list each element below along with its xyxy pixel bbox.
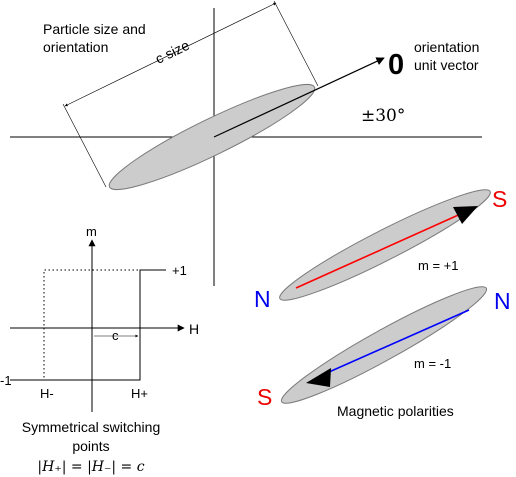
minus-one-label: -1 — [0, 373, 12, 388]
orientation-label-line1: orientation — [414, 39, 479, 55]
magnetic-polarities-diagram: N S m = +1 N S m = -1 Magnetic polaritie… — [254, 186, 511, 419]
particle-title-line1: Particle size and — [43, 21, 146, 37]
negative-polarity-arrow — [319, 309, 470, 377]
particle-title-line2: orientation — [43, 39, 108, 55]
negative-m-label: m = -1 — [414, 356, 451, 371]
size-extension-left — [62, 103, 107, 188]
positive-polarity-arrow — [295, 211, 466, 289]
polarities-caption: Magnetic polarities — [337, 403, 454, 419]
switching-curve-solid — [10, 269, 166, 381]
c-label: c — [112, 328, 119, 343]
orientation-symbol: 0 — [388, 49, 404, 81]
negative-arrowhead — [306, 368, 331, 387]
angle-label: ±30° — [361, 106, 405, 126]
north-pole-top-left: N — [254, 286, 271, 312]
m-axis-label: m — [86, 224, 97, 239]
c-size-dimension-arrow — [64, 2, 277, 107]
h-minus-label: H- — [40, 386, 54, 401]
c-size-label: c size — [153, 37, 192, 67]
hysteresis-caption-line1: Symmetrical switching — [22, 419, 160, 435]
north-pole-bottom-right: N — [494, 288, 511, 314]
south-pole-top-right: S — [492, 186, 507, 212]
particle-positive-ellipse — [279, 189, 491, 301]
positive-arrowhead — [453, 206, 478, 224]
south-pole-bottom-left: S — [257, 384, 272, 410]
orientation-vector-arrow — [213, 57, 385, 138]
hysteresis-caption-line2: points — [72, 438, 109, 454]
particle-negative-ellipse — [280, 286, 488, 404]
size-extension-right — [273, 0, 319, 87]
positive-m-label: m = +1 — [418, 258, 458, 273]
orientation-label-line2: unit vector — [414, 57, 479, 73]
particle-ellipse — [108, 83, 316, 191]
switching-curve-dotted — [43, 269, 138, 380]
switching-equation: |H₊| = |H₋| = c — [37, 459, 144, 475]
h-axis-label: H — [189, 321, 199, 337]
h-plus-label: H+ — [131, 386, 148, 401]
plus-one-label: +1 — [172, 263, 187, 278]
hysteresis-loop-diagram: m H +1 -1 H- H+ c Symmetrical switching … — [0, 224, 199, 475]
